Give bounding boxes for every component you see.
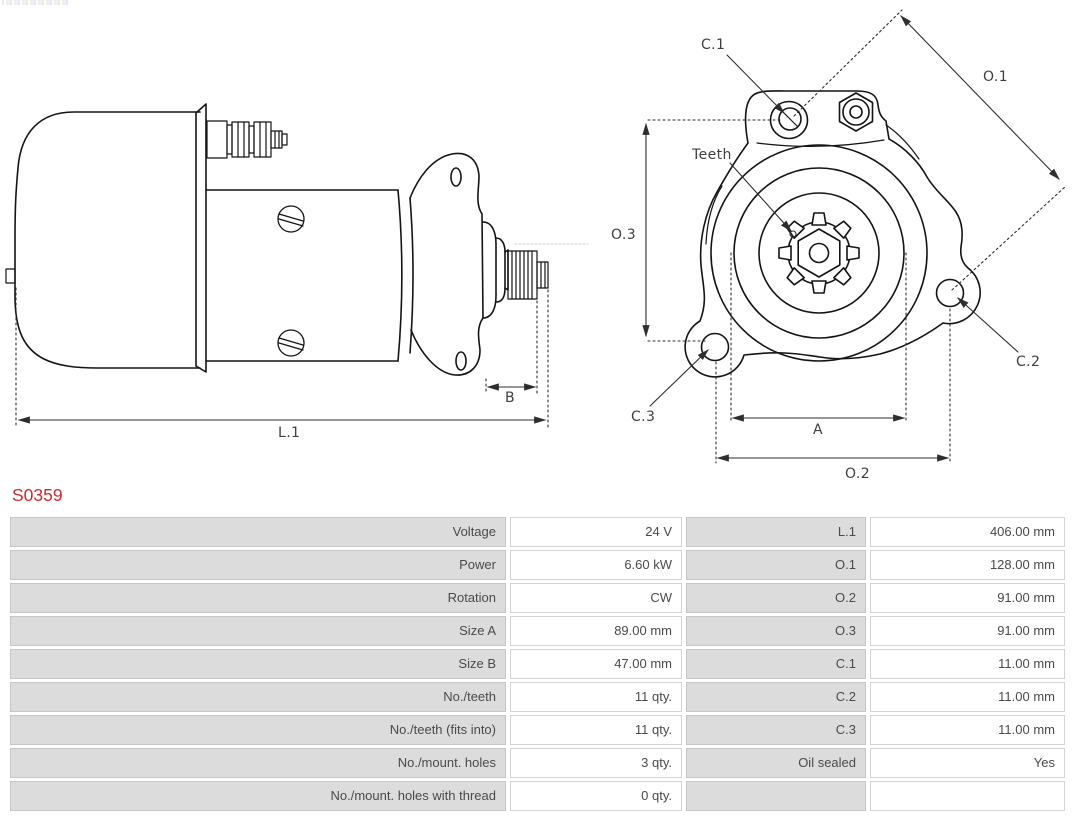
dim-label-b: B	[505, 390, 516, 406]
dim-label-l1: L.1	[278, 425, 301, 441]
spec-value-cell: 0 qty.	[510, 781, 682, 811]
mount-hole-hex	[838, 92, 874, 132]
pinion-spline	[507, 250, 549, 300]
spec-label-cell: Oil sealed	[686, 748, 866, 778]
spec-value-cell: 91.00 mm	[870, 616, 1065, 646]
spec-value-cell: 406.00 mm	[870, 517, 1065, 547]
spec-label-cell: No./teeth	[10, 682, 506, 712]
spec-value-cell: 24 V	[510, 517, 682, 547]
part-number: S0359	[12, 485, 63, 505]
spec-value-cell	[870, 781, 1065, 811]
spec-label-cell: C.2	[686, 682, 866, 712]
mount-hole-c3	[700, 332, 730, 362]
spec-value-cell: 3 qty.	[510, 748, 682, 778]
spec-value-cell: 47.00 mm	[510, 649, 682, 679]
spec-value-cell: 11.00 mm	[870, 715, 1065, 745]
spec-label-cell: Rotation	[10, 583, 506, 613]
spec-label-cell: No./teeth (fits into)	[10, 715, 506, 745]
spec-label-cell: C.1	[686, 649, 866, 679]
spec-label-cell: C.3	[686, 715, 866, 745]
spec-value-cell: 6.60 kW	[510, 550, 682, 580]
spec-table: Voltage 24 V L.1 406.00 mm Power 6.60 kW…	[10, 517, 1065, 811]
spec-label-cell: L.1	[686, 517, 866, 547]
spec-label-cell: Power	[10, 550, 506, 580]
terminal-studs	[206, 120, 288, 159]
side-view	[5, 103, 589, 376]
dim-label-a: A	[813, 422, 823, 438]
dim-label-o1: O.1	[983, 69, 1009, 85]
mount-hole-c1	[769, 100, 809, 140]
watermark-logo	[2, 0, 68, 5]
spec-value-cell: Yes	[870, 748, 1065, 778]
spec-value-cell: 11 qty.	[510, 715, 682, 745]
spec-label-cell: No./mount. holes with thread	[10, 781, 506, 811]
dim-label-o2: O.2	[845, 466, 871, 482]
spec-label-cell: O.2	[686, 583, 866, 613]
mount-hole-c2	[935, 278, 965, 308]
spec-value-cell: 11.00 mm	[870, 682, 1065, 712]
spec-label-cell: No./mount. holes	[10, 748, 506, 778]
spec-value-cell: CW	[510, 583, 682, 613]
technical-drawing	[5, 9, 1067, 464]
spec-value-cell: 11 qty.	[510, 682, 682, 712]
spec-label-cell	[686, 781, 866, 811]
spec-value-cell: 91.00 mm	[870, 583, 1065, 613]
spec-value-cell: 128.00 mm	[870, 550, 1065, 580]
front-view	[684, 90, 981, 378]
dim-label-o3: O.3	[611, 227, 637, 243]
dim-label-c2: C.2	[1016, 354, 1041, 370]
spec-value-cell: 89.00 mm	[510, 616, 682, 646]
spec-label-cell: Voltage	[10, 517, 506, 547]
spec-label-cell: O.3	[686, 616, 866, 646]
spec-label-cell: Size B	[10, 649, 506, 679]
dimension-lines-front	[642, 9, 1067, 464]
screw-heads	[277, 205, 305, 357]
spec-label-cell: O.1	[686, 550, 866, 580]
dim-label-c1: C.1	[701, 37, 726, 53]
dim-label-teeth: Teeth	[692, 147, 732, 163]
dimension-lines-side	[15, 287, 549, 428]
pinion-gear	[778, 212, 860, 294]
dim-label-c3: C.3	[631, 409, 656, 425]
spec-label-cell: Size A	[10, 616, 506, 646]
spec-value-cell: 11.00 mm	[870, 649, 1065, 679]
